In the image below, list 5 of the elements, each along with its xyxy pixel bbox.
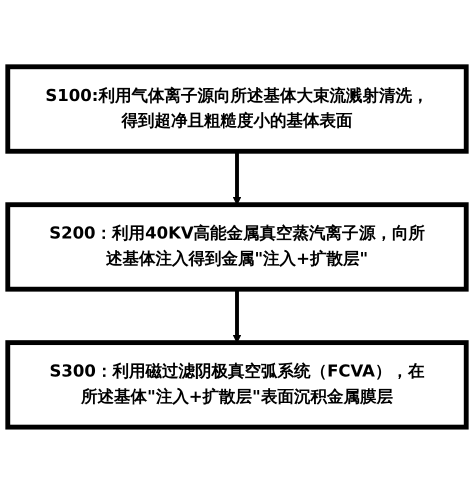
arrow: [232, 288, 242, 343]
node-box: S100:利用气体离子源向所述基体大束流溅射清洗，得到超净且粗糙度小的基体表面: [5, 64, 469, 154]
arrow: [232, 150, 242, 205]
node-box: S200：利用40KV高能金属真空蒸汽离子源，向所述基体注入得到金属"注入+扩散层": [5, 202, 469, 292]
node-box: S300：利用磁过滤阴极真空弧系统（FCVA），在所述基体"注入+扩散层"表面沉积金属膜层: [5, 340, 469, 430]
